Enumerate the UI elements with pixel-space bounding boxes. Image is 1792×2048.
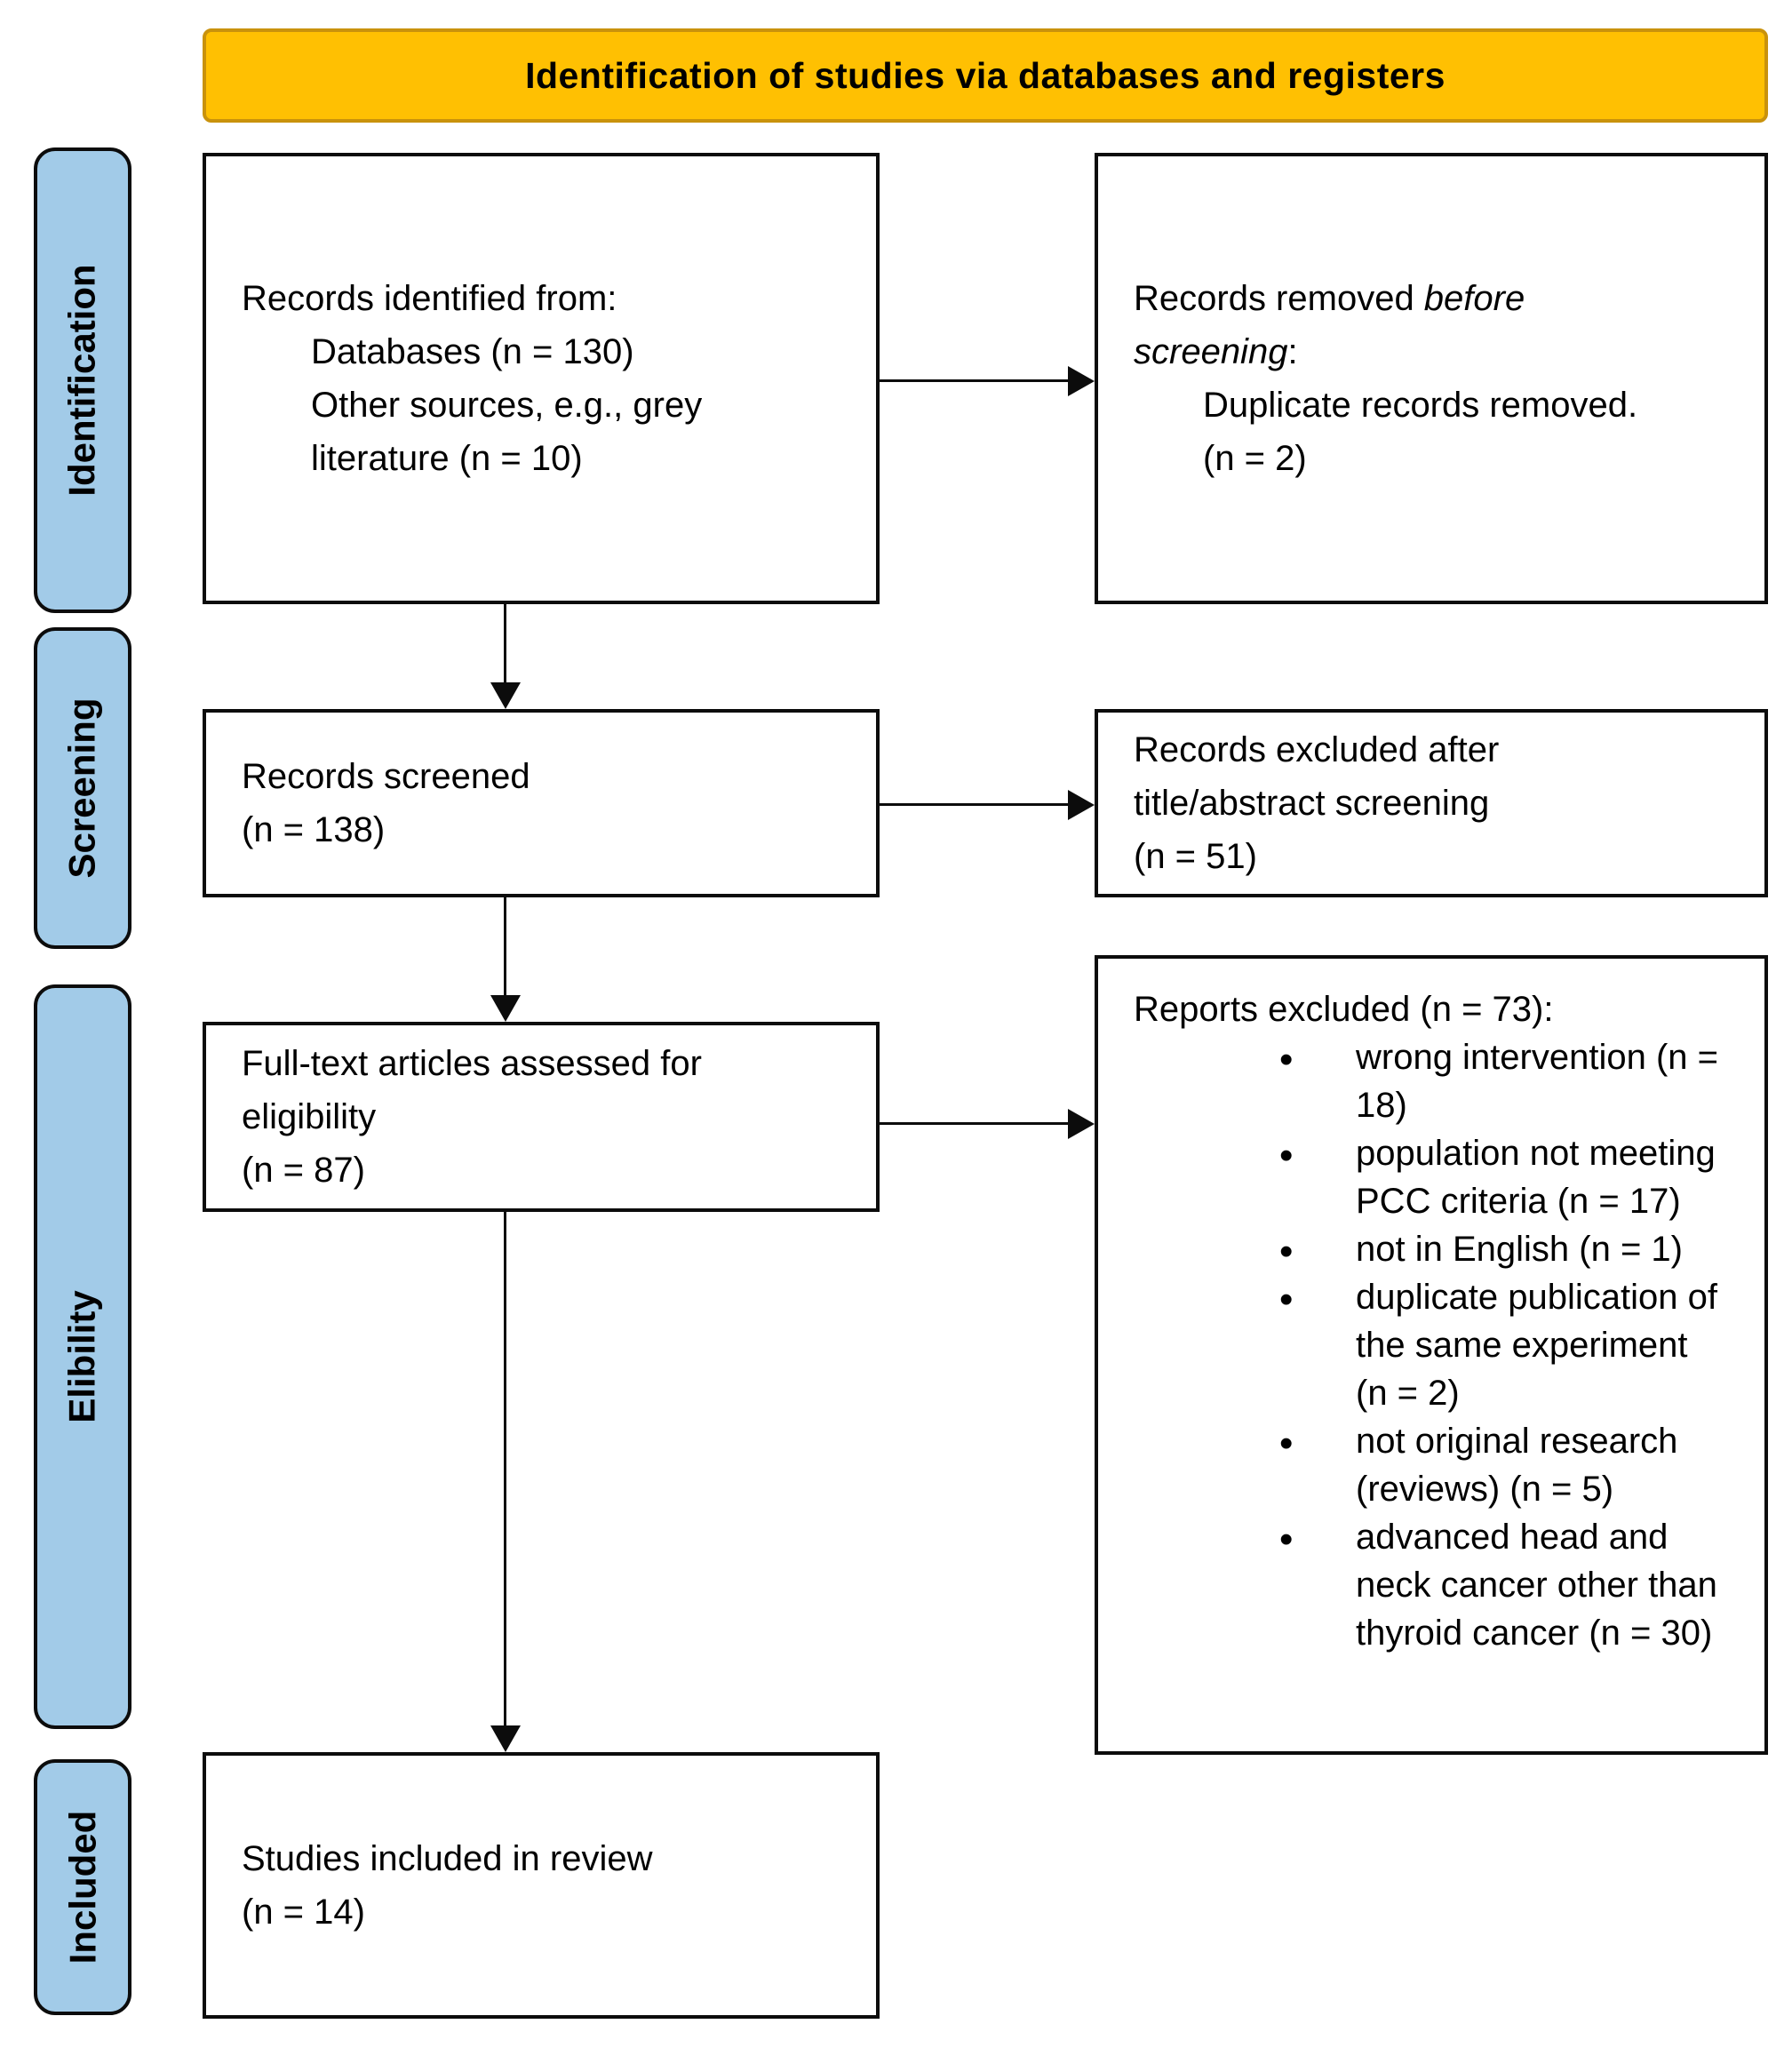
box-line: literature (n = 10)	[311, 439, 583, 478]
box-line: title/abstract screening	[1134, 784, 1490, 823]
box-line: Databases (n = 130)	[311, 332, 634, 371]
stage-label-text: Identification	[61, 264, 103, 497]
exclusion-reason-item: not in English (n = 1)	[1276, 1225, 1729, 1278]
box-line: (n = 2)	[1203, 439, 1307, 478]
box-line: Reports excluded (n = 73):	[1134, 990, 1554, 1029]
header-banner: Identification of studies via databases …	[203, 28, 1768, 123]
exclusion-reason-item: advanced head and neck cancer other than…	[1276, 1513, 1729, 1657]
stage-label-identification: Identification	[34, 147, 131, 613]
box-records-excluded: Records excluded after title/abstract sc…	[1095, 709, 1768, 897]
box-line: Duplicate records removed.	[1203, 386, 1638, 425]
arrow-fulltext-to-reports-excluded	[880, 1122, 1068, 1125]
exclusion-reason-item: not original research (reviews) (n = 5)	[1276, 1417, 1729, 1513]
exclusion-reason-item: population not meeting PCC criteria (n =…	[1276, 1129, 1729, 1225]
box-line: (n = 14)	[242, 1893, 365, 1932]
box-line: (n = 51)	[1134, 837, 1257, 876]
box-line: Studies included in review	[242, 1839, 653, 1878]
box-studies-included: Studies included in review (n = 14)	[203, 1752, 880, 2019]
box-fulltext-assessed: Full-text articles assessed for eligibil…	[203, 1022, 880, 1212]
box-line: Records excluded after	[1134, 730, 1500, 769]
box-records-removed: Records removed before screening: Duplic…	[1095, 153, 1768, 604]
exclusion-reason-list: wrong intervention (n = 18) population n…	[1276, 1033, 1743, 1657]
box-line: Records identified from:	[242, 279, 617, 318]
stage-label-included: Included	[34, 1759, 131, 2015]
box-line: (n = 87)	[242, 1151, 365, 1190]
stage-label-text: Elibility	[61, 1290, 104, 1423]
arrow-fulltext-to-included	[504, 1212, 506, 1725]
arrow-identified-to-screened	[504, 604, 506, 682]
box-records-identified: Records identified from: Databases (n = …	[203, 153, 880, 604]
stage-label-text: Screening	[61, 697, 104, 879]
stage-label-text: Included	[61, 1810, 103, 1964]
box-line: Full-text articles assessed for	[242, 1044, 702, 1083]
box-reports-excluded: Reports excluded (n = 73): wrong interve…	[1095, 955, 1768, 1755]
exclusion-reason-item: wrong intervention (n = 18)	[1276, 1033, 1729, 1129]
emphasis-text: before screening	[1134, 279, 1525, 371]
box-line: (n = 138)	[242, 810, 386, 849]
stage-label-elibility: Elibility	[34, 984, 131, 1729]
box-records-screened: Records screened (n = 138)	[203, 709, 880, 897]
arrow-identified-to-removed	[880, 379, 1068, 382]
box-line: Records screened	[242, 757, 530, 796]
box-line: Records removed before screening:	[1134, 279, 1525, 371]
arrow-screened-to-fulltext	[504, 897, 506, 995]
box-line: Other sources, e.g., grey	[311, 386, 703, 425]
arrow-screened-to-excluded	[880, 803, 1068, 806]
stage-label-screening: Screening	[34, 627, 131, 949]
box-line: eligibility	[242, 1097, 377, 1136]
exclusion-reason-item: duplicate publication of the same experi…	[1276, 1273, 1729, 1417]
diagram-title: Identification of studies via databases …	[525, 54, 1446, 96]
